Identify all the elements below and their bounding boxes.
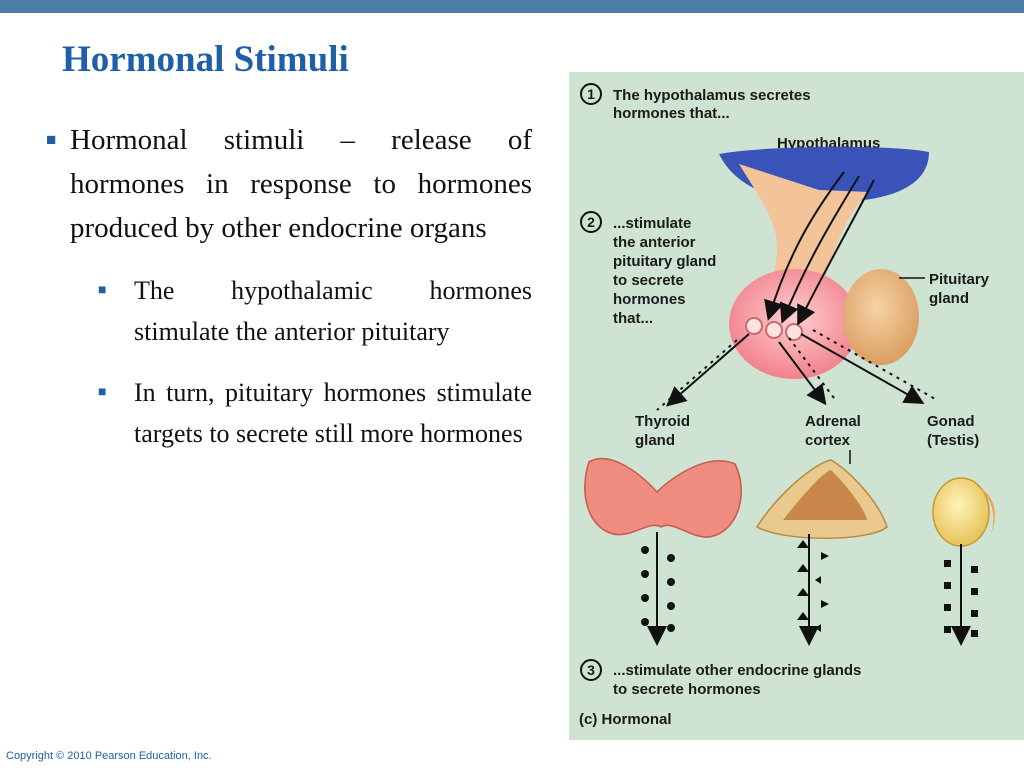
gonad-label: Gonad — [927, 413, 975, 430]
thyroid-label: Thyroid — [635, 413, 690, 430]
bullet-item: ■ Hormonal stimuli – release of hormones… — [44, 118, 532, 250]
step-number-circle — [580, 211, 602, 233]
thyroid-label: gland — [635, 432, 675, 449]
step-3-text: to secrete hormones — [613, 681, 761, 698]
copyright-notice: Copyright © 2010 Pearson Education, Inc. — [6, 750, 212, 762]
gonad-hormone-squares — [944, 560, 978, 637]
step-2-text: the anterior — [613, 234, 696, 251]
step-1-text: hormones that... — [613, 105, 730, 122]
sub-bullet-text: In turn, pituitary hormones stimulate ta… — [134, 378, 532, 448]
step-2-label: 2 ...stimulate the anterior pituitary gl… — [580, 211, 716, 327]
sub-bullet-text: The hypothalamic hormones stimulate the … — [134, 276, 532, 346]
slide-title: Hormonal Stimuli — [62, 39, 349, 80]
step-number: 3 — [587, 662, 595, 678]
sub-bullet-item: ■ In turn, pituitary hormones stimulate … — [98, 372, 532, 454]
bullet-marker: ■ — [98, 283, 107, 298]
step-1-label: 1 The hypothalamus secretes hormones tha… — [580, 83, 811, 122]
step-2-text: that... — [613, 310, 653, 327]
gonad-label: (Testis) — [927, 432, 979, 449]
figure-caption: (c) Hormonal — [579, 711, 672, 728]
bullet-marker: ■ — [46, 130, 57, 149]
testis-shape — [932, 477, 990, 547]
step-number-circle — [580, 659, 602, 681]
step-3-text: ...stimulate other endocrine glands — [613, 662, 861, 679]
bullet-text: Hormonal stimuli – release of hormones i… — [70, 124, 532, 244]
thyroid-shape — [584, 457, 742, 538]
top-accent-bar — [0, 0, 1024, 13]
pituitary-label: gland — [929, 290, 969, 307]
sub-bullet-item: ■ The hypothalamic hormones stimulate th… — [98, 270, 532, 352]
epididymis-shape — [971, 484, 995, 542]
pituitary-label: Pituitary — [929, 271, 990, 288]
adrenal-label: cortex — [805, 432, 851, 449]
step-2-text: ...stimulate — [613, 215, 691, 232]
adrenal-medulla-shape — [783, 470, 867, 520]
step-number: 1 — [587, 86, 595, 102]
step-2-text: pituitary gland — [613, 253, 716, 270]
step-2-text: to secrete — [613, 272, 684, 289]
figure-illustration: 1 The hypothalamus secretes hormones tha… — [579, 83, 995, 728]
thyroid-hormone-dots — [641, 546, 675, 632]
bullet-list: ■ Hormonal stimuli – release of hormones… — [44, 118, 532, 454]
adrenal-label: Adrenal — [805, 413, 861, 430]
step-3-label: 3 ...stimulate other endocrine glands to… — [580, 659, 861, 698]
step-1-text: The hypothalamus secretes — [613, 87, 811, 104]
posterior-pituitary-shape — [843, 269, 919, 365]
bullet-marker: ■ — [98, 385, 107, 400]
adrenal-hormone-triangles — [797, 540, 829, 632]
step-number-circle — [580, 83, 602, 105]
step-number: 2 — [587, 214, 595, 230]
step-2-text: hormones — [613, 291, 686, 308]
hormonal-stimuli-figure: 1 The hypothalamus secretes hormones tha… — [569, 72, 1024, 740]
